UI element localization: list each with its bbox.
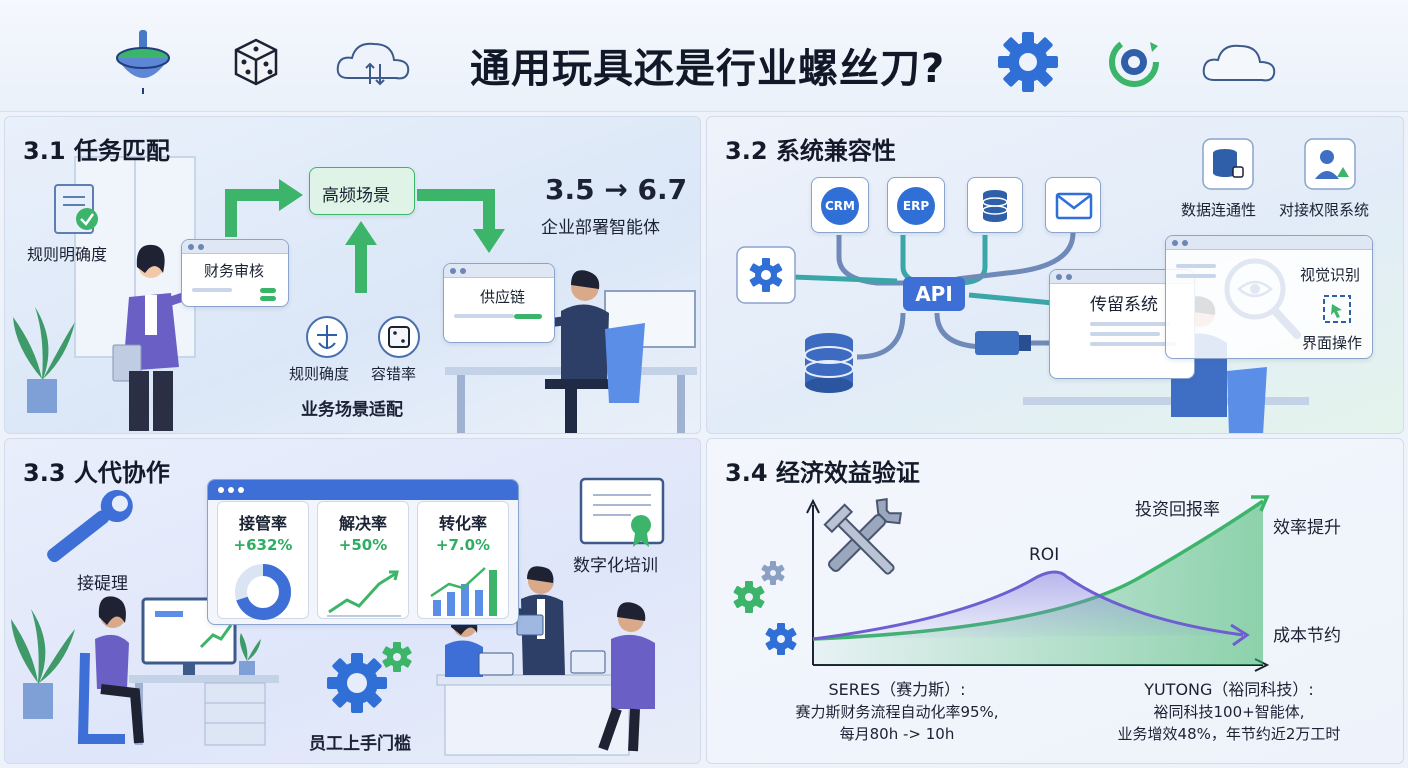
crm-box: CRM — [811, 177, 869, 233]
high-frequency-card: 高频场景 — [309, 167, 415, 215]
email-icon — [1055, 192, 1093, 220]
panel-title: 3.2 系统兼容性 — [725, 137, 896, 165]
kpi-label: 解决率 — [338, 514, 387, 533]
seres-line2: 每月80h -> 10h — [839, 725, 955, 743]
rule-clarity-label: 规则明确度 — [27, 245, 108, 264]
ui-operation-label: 界面操作 — [1302, 334, 1363, 352]
high-frequency-label: 高频场景 — [322, 186, 390, 206]
kpi-card-conversion: 转化率 +7.0% — [417, 501, 509, 619]
supply-chain-label: 供应链 — [480, 288, 526, 306]
cost-saving-label: 成本节约 — [1273, 626, 1341, 646]
yutong-case: YUTONG（裕同科技）: 裕同科技100+智能体, 业务增效48%，年节约近2… — [1069, 679, 1389, 745]
supply-chain-card: 供应链 — [443, 263, 555, 343]
visual-recognition-label: 视觉识别 — [1300, 266, 1361, 284]
database-icon — [982, 190, 1008, 222]
panel-title: 3.1 任务匹配 — [23, 137, 170, 165]
refresh-gear-icon — [1109, 37, 1159, 87]
legacy-system-label: 传留系统 — [1090, 295, 1158, 315]
permission-system-label: 对接权限系统 — [1279, 201, 1370, 219]
seres-case: SERES（赛力斯）: 赛力斯财务流程自动化率95%, 每月80h -> 10h — [767, 679, 1027, 745]
panel-system-compatibility: 3.2 系统兼容性 CRM ERP API 数据连通性 对接权限系统 传留系统 — [706, 116, 1404, 434]
erp-box: ERP — [887, 177, 945, 233]
panel-human-agent-collab: 3.3 人代协作 接碮理 数字化培训 员工上手门槛 接管率 +632% 解决率 … — [4, 438, 701, 764]
ui-select-icon — [1323, 295, 1351, 323]
onboarding-label: 员工上手门槛 — [309, 734, 411, 754]
scene-fit-label: 业务场景适配 — [301, 400, 403, 420]
roi-series-label: 投资回报率 — [1135, 500, 1220, 520]
panel-task-matching: 3.1 任务匹配 规则明确度 财务审核 高频场景 3.5 → 6.7 企业部署智… — [4, 116, 701, 434]
efficiency-label: 效率提升 — [1273, 518, 1341, 538]
kpi-label: 转化率 — [438, 514, 487, 533]
deployment-stat-caption: 企业部署智能体 — [541, 218, 660, 238]
kpi-value: +50% — [338, 536, 388, 554]
api-hub: API — [903, 277, 965, 311]
kpi-value: +7.0% — [435, 536, 491, 554]
header: 通用玩具还是行业螺丝刀? — [0, 0, 1408, 112]
gear-icon — [998, 32, 1058, 92]
visual-recognition-window: 视觉识别 界面操作 — [1165, 235, 1373, 359]
roi-peak-label: ROI — [1029, 545, 1060, 565]
deployment-stat: 3.5 → 6.7 — [545, 173, 688, 206]
panel-economic-benefit: 3.4 经济效益验证 投资回报率 效率提升 ROI 成本节约 SERES（赛力斯… — [706, 438, 1404, 764]
panel-title: 3.3 人代协作 — [23, 459, 170, 487]
finance-audit-label: 财务审核 — [204, 262, 265, 280]
data-connectivity-label: 数据连通性 — [1181, 201, 1257, 219]
kpi-label: 接管率 — [238, 514, 287, 533]
page-title: 通用玩具还是行业螺丝刀? — [470, 46, 946, 92]
database-box — [967, 177, 1023, 233]
cloud-sync-icon — [336, 42, 410, 86]
seres-name: SERES（赛力斯）: — [828, 680, 966, 699]
panel-title: 3.4 经济效益验证 — [725, 459, 920, 487]
kpi-value: +632% — [233, 536, 293, 554]
yutong-name: YUTONG（裕同科技）: — [1144, 680, 1314, 699]
yutong-line2: 业务增效48%，年节约近2万工时 — [1117, 725, 1341, 743]
email-box — [1045, 177, 1101, 233]
training-label: 数字化培训 — [573, 556, 658, 576]
dice-icon — [234, 38, 278, 86]
mini-label-rule: 规则确度 — [289, 365, 350, 383]
spinning-top-icon — [116, 30, 170, 94]
line-trend-chart — [327, 570, 401, 617]
kpi-card-resolution: 解决率 +50% — [317, 501, 409, 619]
mini-label-tolerance: 容错率 — [371, 365, 417, 383]
kpi-card-takeover: 接管率 +632% — [217, 501, 309, 620]
erp-icon: ERP — [897, 187, 935, 225]
bar-trend-chart — [430, 567, 497, 616]
task-matching-illustration — [13, 156, 697, 433]
wrench-label: 接碮理 — [77, 574, 128, 594]
donut-chart — [235, 564, 291, 620]
finance-audit-card: 财务审核 — [181, 239, 289, 307]
seres-line1: 赛力斯财务流程自动化率95%, — [795, 703, 999, 721]
roi-chart — [733, 495, 1270, 672]
yutong-line1: 裕同科技100+智能体, — [1153, 703, 1305, 721]
collaboration-illustration — [11, 477, 665, 756]
crm-icon: CRM — [821, 187, 859, 225]
cloud-icon — [1202, 44, 1276, 82]
